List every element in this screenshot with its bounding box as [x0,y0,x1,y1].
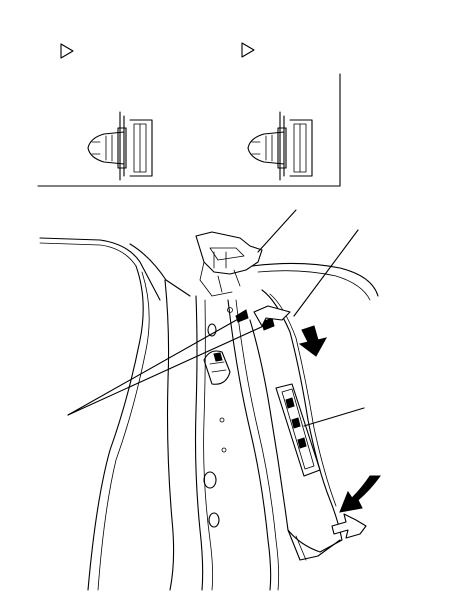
leader-line-4 [67,323,269,416]
upper-bracket [195,231,263,275]
trim-vent [275,383,321,477]
clip-view-right [247,111,313,181]
harness-connector [203,350,231,385]
pillar-trim-panel [261,289,343,553]
clip-hole [203,471,217,489]
leader-line-5 [303,407,365,427]
clip-release-arrow [253,305,291,327]
leader-line-1 [257,209,297,253]
clip-view-left [87,111,153,181]
leader-line-3 [67,317,241,416]
leader-line-2 [293,229,359,317]
push-arrow [298,325,327,357]
triangle-marker-left [60,43,74,59]
pull-arrow [339,475,381,513]
inset-frame [37,73,341,187]
windshield-edge [39,237,161,301]
pillar-trim-illustration [39,209,381,591]
roof-rail [251,262,379,297]
release-arrow [331,513,367,539]
triangle-marker-right [241,42,255,58]
clip-detail-inset [37,42,341,187]
pillar-outer-edge [87,265,144,591]
